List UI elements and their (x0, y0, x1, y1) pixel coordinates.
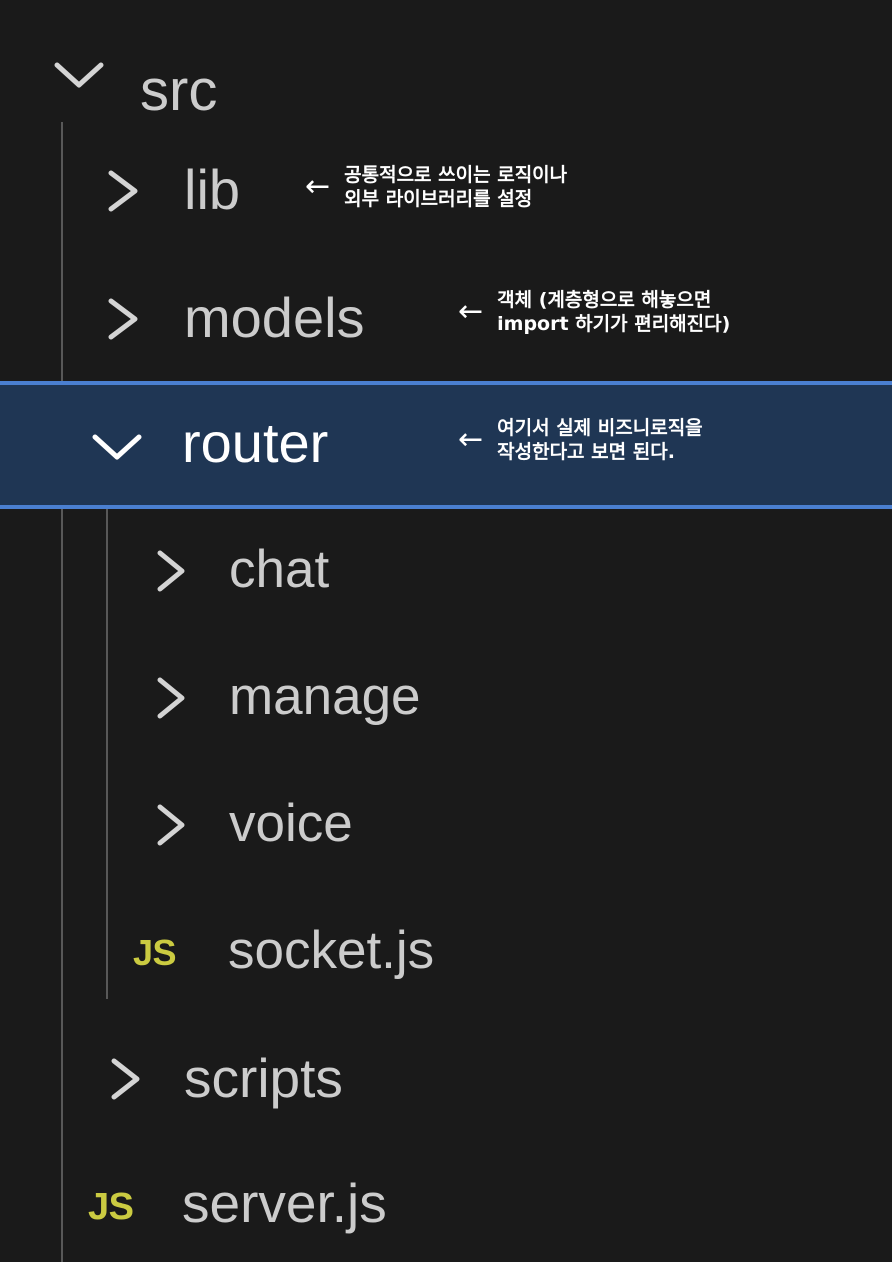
tree-row-label: router (182, 411, 329, 474)
tree-row-label: voice (229, 794, 353, 853)
tree-row-scripts[interactable]: scripts (0, 1038, 892, 1122)
annotation-text: 여기서 실제 비즈니로직을 작성한다고 보면 된다. (497, 416, 703, 465)
annotation-line-1: 여기서 실제 비즈니로직을 (497, 417, 703, 439)
js-file-icon: JS (88, 1186, 134, 1228)
chevron-right-icon[interactable] (102, 167, 148, 215)
annotation-line-2: import 하기가 편리해진다) (497, 313, 731, 336)
indent-guide-level-1 (61, 122, 63, 1262)
tree-row-label: src (140, 58, 218, 123)
tree-row-voice[interactable]: voice (0, 784, 892, 868)
chevron-right-icon[interactable] (152, 547, 194, 595)
tree-row-src[interactable]: src (0, 24, 892, 123)
arrow-left-icon: ← (305, 169, 331, 205)
chevron-down-icon[interactable] (52, 57, 106, 91)
annotation-text: 객체 (계층형으로 해놓으면 import 하기가 편리해진다) (497, 288, 730, 337)
tree-row-chat[interactable]: chat (0, 530, 892, 614)
arrow-left-icon: ← (458, 294, 484, 330)
tree-row-label: socket.js (228, 921, 435, 980)
tree-row-router[interactable]: router ← 여기서 실제 비즈니로직을 작성한다고 보면 된다. (0, 381, 892, 509)
tree-row-label: chat (229, 540, 330, 599)
tree-row-label: manage (229, 667, 421, 726)
annotation-router: ← 여기서 실제 비즈니로직을 작성한다고 보면 된다. (458, 416, 703, 465)
chevron-right-icon[interactable] (105, 1055, 149, 1103)
chevron-down-icon[interactable] (90, 429, 144, 463)
tree-row-label: scripts (184, 1047, 343, 1109)
annotation-text: 공통적으로 쓰이는 로직이나 외부 라이브러리를 설정 (344, 163, 567, 212)
chevron-right-icon[interactable] (152, 674, 194, 722)
chevron-right-icon[interactable] (152, 801, 194, 849)
chevron-right-icon[interactable] (102, 295, 148, 343)
tree-row-socket-js[interactable]: JS socket.js (0, 912, 892, 996)
annotation-models: ← 객체 (계층형으로 해놓으면 import 하기가 편리해진다) (458, 288, 730, 337)
annotation-line-1: 객체 (계층형으로 해놓으면 (497, 289, 712, 311)
tree-row-label: lib (184, 158, 241, 221)
annotation-line-1: 공통적으로 쓰이는 로직이나 (344, 164, 568, 186)
annotation-lib: ← 공통적으로 쓰이는 로직이나 외부 라이브러리를 설정 (305, 163, 567, 212)
tree-row-label: server.js (182, 1172, 387, 1234)
annotation-line-2: 외부 라이브러리를 설정 (344, 188, 533, 211)
tree-row-label: models (184, 286, 365, 349)
annotation-line-2: 작성한다고 보면 된다. (497, 441, 675, 464)
tree-row-models[interactable]: models (0, 274, 892, 364)
tree-row-manage[interactable]: manage (0, 657, 892, 741)
arrow-left-icon: ← (458, 422, 484, 458)
js-file-icon: JS (133, 932, 177, 973)
tree-row-lib[interactable]: lib (0, 148, 892, 232)
indent-guide-level-2 (106, 509, 108, 999)
tree-row-server-js[interactable]: JS server.js (0, 1164, 892, 1248)
